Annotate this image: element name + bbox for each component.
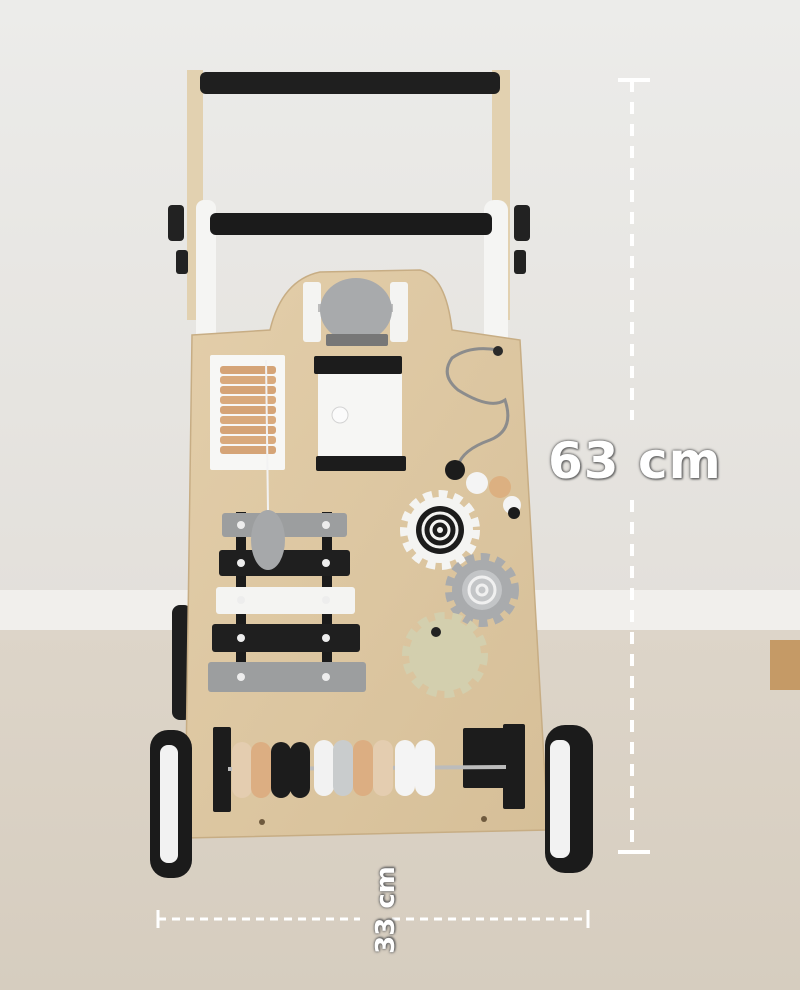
front-wheel-right xyxy=(545,725,593,873)
front-handle-bar xyxy=(210,213,492,235)
bead-black-small xyxy=(508,507,520,519)
abacus-post-right xyxy=(503,724,525,809)
xylophone-bar-3 xyxy=(216,587,355,614)
bead-white xyxy=(466,472,488,494)
sliding-door-rail-top xyxy=(314,356,402,374)
guiro-slats xyxy=(220,366,276,454)
turntable-bracket-left xyxy=(303,282,321,342)
bead-wood xyxy=(489,476,511,498)
gear-bottom xyxy=(402,612,488,698)
gear-middle xyxy=(445,553,519,627)
width-label: 33 cm xyxy=(370,866,401,954)
bead-black xyxy=(445,460,465,480)
gear-top xyxy=(400,490,480,570)
width-dimension-line xyxy=(156,910,590,928)
knob-left-top xyxy=(168,205,184,241)
knob-right-top xyxy=(514,205,530,241)
screw-left xyxy=(259,819,265,825)
knob-right-bottom xyxy=(514,250,526,274)
xylophone-mallet xyxy=(251,510,285,570)
abacus-post-left xyxy=(213,727,231,812)
mallet-string xyxy=(265,359,269,511)
turntable-disc xyxy=(320,278,392,342)
xylophone-pins xyxy=(237,521,330,681)
turntable-bracket-right xyxy=(390,282,408,342)
screw-right xyxy=(481,816,487,822)
knob-left-bottom xyxy=(176,250,188,274)
xylophone-bar-5 xyxy=(208,662,366,692)
front-frame-left xyxy=(196,200,216,350)
front-wheel-left xyxy=(150,730,192,878)
xylophone-bar-2 xyxy=(219,550,350,576)
rear-handle-bar xyxy=(200,72,500,94)
xylophone-bar-4 xyxy=(212,624,360,652)
bead-maze-end xyxy=(493,346,503,356)
sliding-door-rail-bottom xyxy=(316,456,406,471)
floor-edge xyxy=(770,640,800,690)
abacus-beads xyxy=(232,740,435,798)
sliding-door-knob xyxy=(331,406,349,424)
height-label: 63 cm xyxy=(548,432,722,490)
turntable-base xyxy=(326,334,388,346)
height-dimension-line xyxy=(618,78,650,854)
abacus-block xyxy=(463,728,505,788)
sliding-door xyxy=(318,374,402,456)
front-frame-right xyxy=(484,200,508,350)
bead-maze-wire xyxy=(445,347,510,467)
